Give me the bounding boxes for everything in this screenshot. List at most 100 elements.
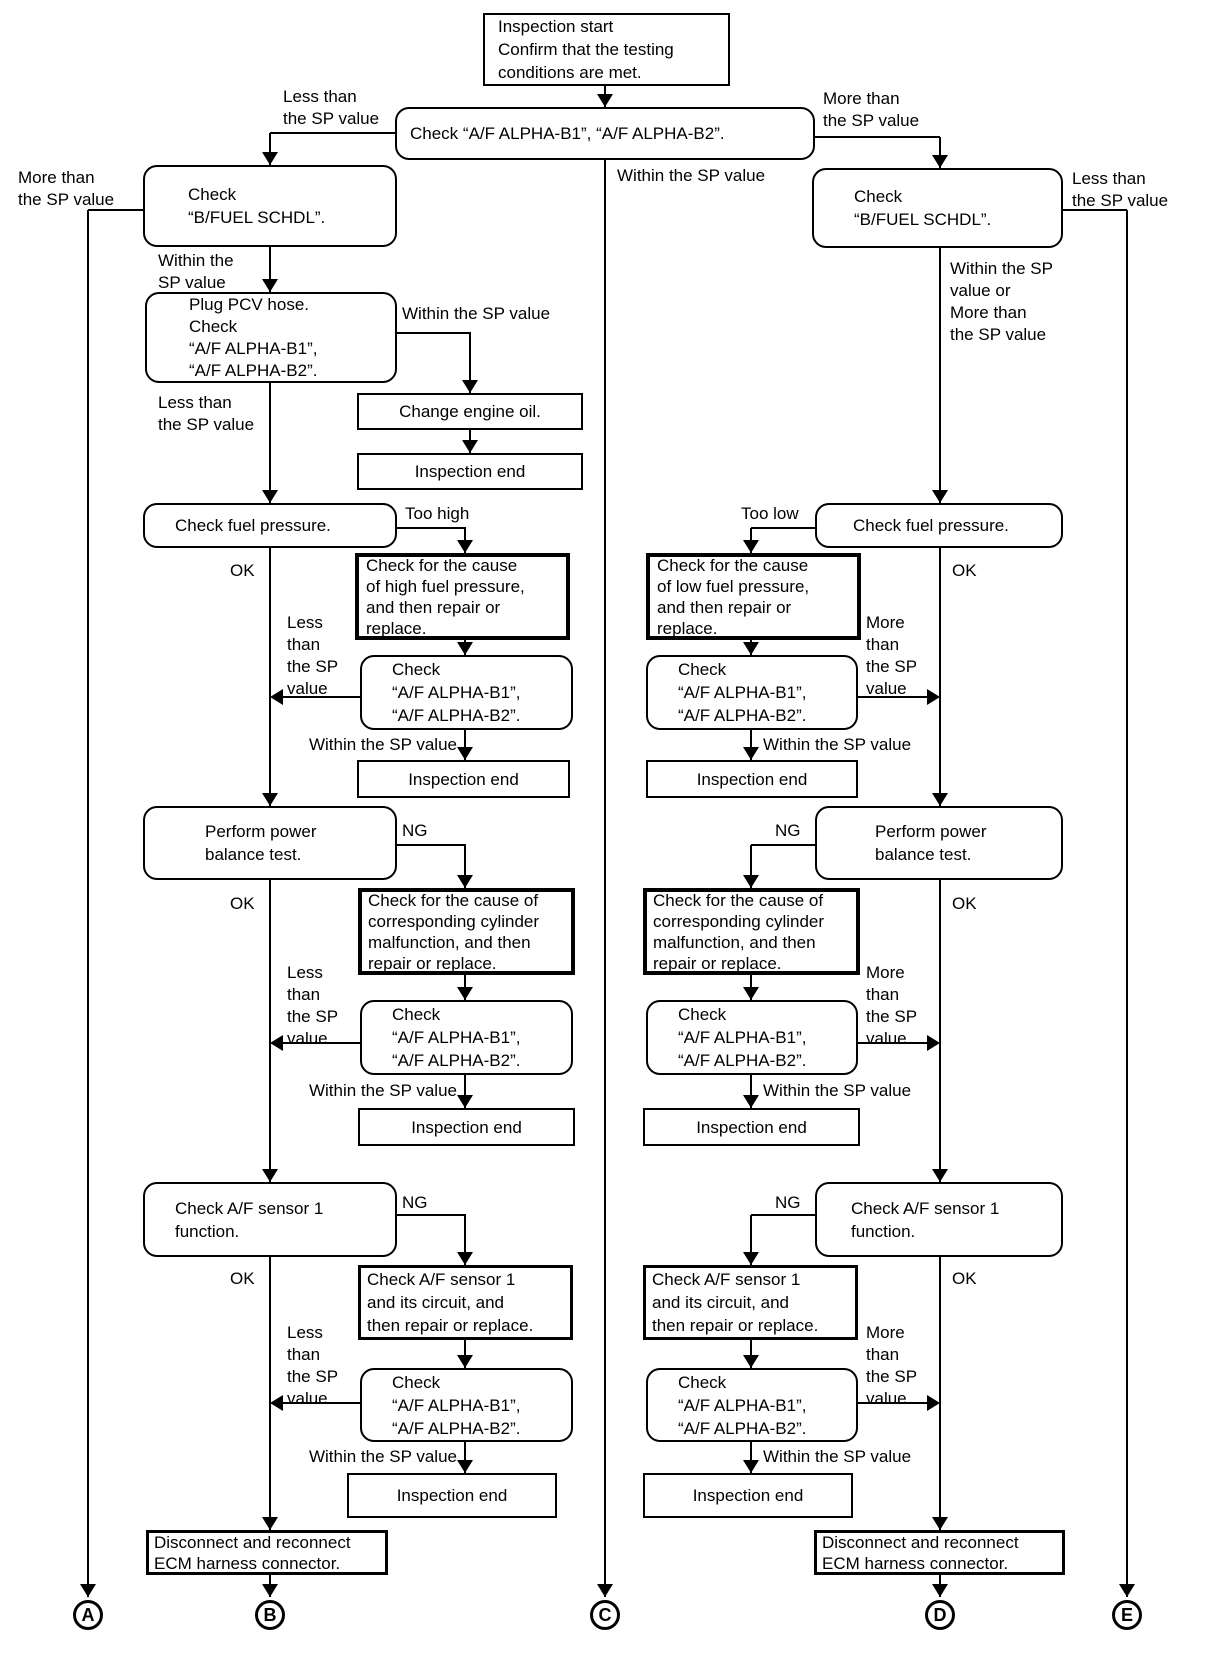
edge-label-within-or-more: Within the SP value or More than the SP … [950, 259, 1053, 344]
edge-label-within: Within the SP value [308, 735, 457, 754]
box-text: Inspection start Confirm that the testin… [498, 17, 674, 82]
box-check-bfuel-left: Check “B/FUEL SCHDL”. [143, 165, 397, 247]
edge-label-ok: OK [230, 1269, 255, 1288]
arrowhead-down [743, 1252, 759, 1265]
box-inspection-end-6: Inspection end [643, 1108, 860, 1146]
edge-label-ok: OK [952, 894, 977, 913]
box-power-balance-right: Perform power balance test. [815, 806, 1063, 880]
arrowhead-down [462, 440, 478, 453]
arrowhead-down [262, 490, 278, 503]
arrowhead-down [743, 540, 759, 553]
box-text: Inspection end [411, 1117, 522, 1137]
arrowhead-down [457, 642, 473, 655]
box-text: Inspection end [396, 1486, 508, 1505]
box-text: Perform power balance test. [205, 822, 317, 864]
box-text: Plug PCV hose. Check “A/F ALPHA-B1”, “A/… [189, 294, 318, 380]
box-text: Inspection end [408, 769, 519, 789]
edge-label-more-than: More than the SP value [866, 613, 918, 698]
box-text: Check “A/F ALPHA-B1”, “A/F ALPHA-B2”. [392, 1372, 521, 1438]
connector-d: D [925, 1600, 955, 1630]
box-fix-sensor-right: Check A/F sensor 1 and its circuit, and … [643, 1265, 858, 1340]
arrowhead-down [262, 793, 278, 806]
flow-line-horizontal [280, 696, 360, 698]
box-inspection-start: Inspection start Confirm that the testin… [483, 13, 730, 86]
box-check-sensor-right: Check A/F sensor 1 function. [815, 1182, 1063, 1257]
arrowhead-down [262, 279, 278, 292]
edge-label-ng: NG [775, 1193, 801, 1212]
arrowhead-down [932, 1169, 948, 1182]
edge-label-more-than: More than the SP value [823, 89, 920, 130]
box-cause-high-fuel-pressure: Check for the cause of high fuel pressur… [355, 553, 570, 640]
box-text: Check “A/F ALPHA-B1”, “A/F ALPHA-B2”. [678, 1005, 807, 1070]
edge-label-within: Within the SP value [402, 304, 551, 323]
flow-line-horizontal [397, 332, 471, 334]
edge-label-ng: NG [402, 1193, 428, 1212]
edge-label-ng: NG [402, 821, 428, 840]
arrowhead-down [262, 1169, 278, 1182]
arrowhead-left [270, 1395, 283, 1411]
edge-label-ok: OK [952, 1269, 977, 1288]
arrowhead-down [262, 1517, 278, 1530]
edge-label-more-than: More than the SP value [18, 168, 115, 209]
box-check-af-alpha-top: Check “A/F ALPHA-B1”, “A/F ALPHA-B2”. [395, 107, 815, 160]
flow-line-vertical [1126, 210, 1128, 1597]
arrowhead-right [927, 1395, 940, 1411]
box-text: Inspection end [696, 1117, 807, 1137]
edge-label-within: Within the SP value [158, 251, 234, 292]
box-inspection-end-1: Inspection end [357, 453, 583, 490]
flow-line-horizontal [858, 696, 932, 698]
flow-line-vertical [464, 730, 466, 760]
box-check-af-alpha-right-3: Check “A/F ALPHA-B1”, “A/F ALPHA-B2”. [646, 1368, 858, 1442]
box-cause-cylinder-right: Check for the cause of corresponding cyl… [643, 888, 860, 975]
edge-label-within: Within the SP value [617, 166, 766, 185]
flow-line-vertical [750, 1075, 752, 1108]
box-text: Check for the cause of low fuel pressure… [657, 555, 810, 638]
box-check-fuel-pressure-right: Check fuel pressure. [815, 503, 1063, 548]
flow-line-horizontal [751, 527, 815, 529]
flow-line-horizontal [1063, 209, 1127, 211]
box-text: Disconnect and reconnect ECM harness con… [822, 1532, 1019, 1573]
box-check-af-alpha-right-2: Check “A/F ALPHA-B1”, “A/F ALPHA-B2”. [646, 1000, 858, 1075]
box-check-fuel-pressure-left: Check fuel pressure. [143, 503, 397, 548]
arrowhead-down [262, 1584, 278, 1597]
arrowhead-down [457, 1460, 473, 1473]
arrowhead-down [743, 642, 759, 655]
arrowhead-right [927, 1035, 940, 1051]
edge-label-within: Within the SP value [763, 1081, 912, 1100]
box-text: Check “A/F ALPHA-B1”, “A/F ALPHA-B2”. [678, 660, 807, 725]
flow-line-horizontal [858, 1402, 932, 1404]
box-fix-sensor-left: Check A/F sensor 1 and its circuit, and … [358, 1265, 573, 1340]
arrowhead-down [1119, 1584, 1135, 1597]
arrowhead-down [743, 747, 759, 760]
edge-label-more-than: More than the SP value [866, 963, 918, 1048]
box-text: Check “A/F ALPHA-B1”, “A/F ALPHA-B2”. [410, 124, 725, 143]
arrowhead-left [270, 689, 283, 705]
box-text: Inspection end [692, 1486, 804, 1505]
arrowhead-down [743, 1460, 759, 1473]
box-text: Check A/F sensor 1 and its circuit, and … [367, 1270, 534, 1335]
edge-label-ok: OK [230, 561, 255, 580]
edge-label-too-high: Too high [405, 504, 470, 523]
box-text: Check fuel pressure. [853, 516, 1009, 535]
flow-line-horizontal [751, 844, 815, 846]
arrowhead-down [462, 380, 478, 393]
box-cause-cylinder-left: Check for the cause of corresponding cyl… [358, 888, 575, 975]
arrowhead-down [457, 540, 473, 553]
box-text: Check “B/FUEL SCHDL”. [188, 185, 326, 227]
flow-line-horizontal [815, 136, 940, 138]
box-text: Check “A/F ALPHA-B1”, “A/F ALPHA-B2”. [678, 1372, 807, 1438]
flow-line-vertical [604, 160, 606, 1597]
arrowhead-down [932, 1584, 948, 1597]
flow-line-horizontal [280, 1042, 360, 1044]
edge-label-too-low: Too low [741, 504, 799, 523]
box-check-af-alpha-right-1: Check “A/F ALPHA-B1”, “A/F ALPHA-B2”. [646, 655, 858, 730]
edge-label-less-than: Less than the SP value [158, 393, 255, 434]
box-inspection-end-5: Inspection end [646, 760, 858, 798]
connector-c: C [590, 1600, 620, 1630]
arrowhead-down [262, 152, 278, 165]
flow-line-horizontal [88, 209, 143, 211]
arrowhead-down [932, 793, 948, 806]
box-text: Inspection end [696, 769, 808, 789]
box-check-af-alpha-left-2: Check “A/F ALPHA-B1”, “A/F ALPHA-B2”. [360, 1000, 573, 1075]
box-text: Check “B/FUEL SCHDL”. [854, 187, 992, 229]
